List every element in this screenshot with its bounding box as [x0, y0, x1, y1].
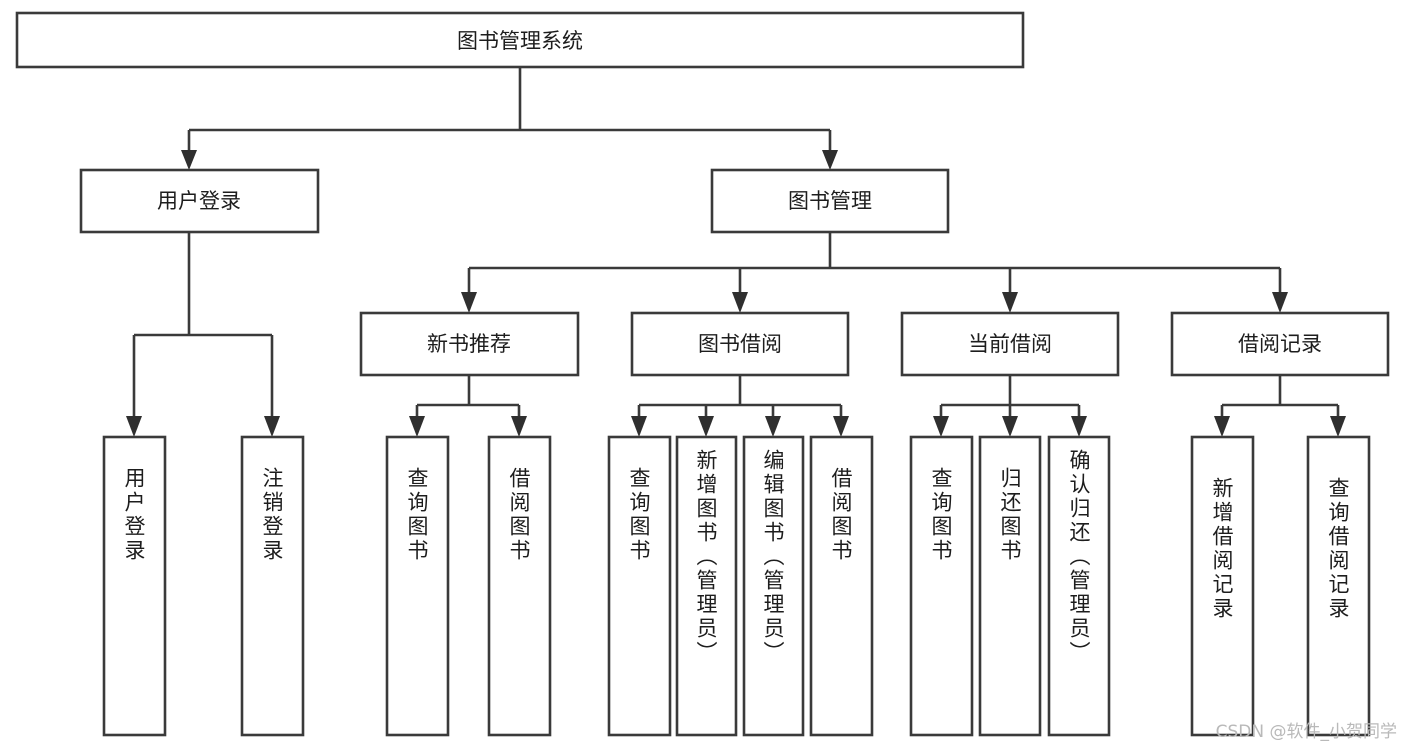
node-leaf-logout-login-box[interactable] [240, 435, 305, 737]
node-leaf-query-book-1[interactable]: 查询图书 [385, 435, 450, 737]
node-leaf-user-login-label: 用户登录 [122, 467, 146, 563]
node-leaf-borrow-book-1-label: 借阅图书 [507, 467, 531, 563]
node-leaf-borrow-book-2-box[interactable] [809, 435, 874, 737]
node-leaf-logout-login[interactable]: 注销登录 [240, 435, 305, 737]
node-current-borrow-box[interactable] [900, 311, 1120, 377]
node-leaf-edit-book-box[interactable] [742, 435, 805, 737]
arrow-head-leaf-return-book [1002, 416, 1018, 437]
connector-group-new-book-recommend [409, 375, 527, 437]
node-current-borrow[interactable]: 当前借阅 [900, 311, 1120, 377]
node-leaf-query-book-3[interactable]: 查询图书 [909, 435, 974, 737]
node-leaf-user-login[interactable]: 用户登录 [102, 435, 167, 737]
node-leaf-return-book-label: 归还图书 [998, 467, 1022, 563]
node-borrow-record-label: 借阅记录 [1238, 332, 1322, 356]
arrow-head-leaf-query-book-3 [933, 416, 949, 437]
csdn-watermark: CSDN @软件_小贺同学 [1215, 722, 1397, 742]
node-book-borrow-label: 图书借阅 [698, 332, 782, 356]
node-leaf-add-book-box[interactable] [675, 435, 738, 737]
node-leaf-query-record-label: 查询借阅记录 [1326, 477, 1350, 621]
node-root-box[interactable] [15, 11, 1025, 69]
arrow-head-leaf-query-record [1330, 416, 1346, 437]
node-book-manage-box[interactable] [710, 168, 950, 234]
node-leaf-confirm-return-box[interactable] [1047, 435, 1111, 737]
node-leaf-borrow-book-1[interactable]: 借阅图书 [487, 435, 552, 737]
node-current-borrow-label: 当前借阅 [968, 332, 1052, 356]
node-new-book-recommend-label: 新书推荐 [427, 332, 511, 356]
node-leaf-add-book-label: 新增图书（管理员） [694, 449, 718, 665]
arrow-head-new-book-recommend [461, 292, 477, 313]
node-leaf-borrow-book-2[interactable]: 借阅图书 [809, 435, 874, 737]
node-root[interactable]: 图书管理系统 [15, 11, 1025, 69]
node-leaf-return-book-box[interactable] [978, 435, 1042, 737]
arrow-head-book-manage [822, 150, 838, 170]
node-leaf-add-record[interactable]: 新增借阅记录 [1190, 435, 1255, 737]
arrow-head-leaf-query-book-1 [409, 416, 425, 437]
node-user-login-label: 用户登录 [157, 189, 241, 213]
node-leaf-borrow-book-2-label: 借阅图书 [829, 467, 853, 563]
arrow-head-book-borrow [732, 292, 748, 313]
connector-group-book-manage [461, 232, 1288, 313]
node-leaf-query-record[interactable]: 查询借阅记录 [1306, 435, 1371, 737]
node-leaf-query-record-box[interactable] [1306, 435, 1371, 737]
node-leaf-return-book[interactable]: 归还图书 [978, 435, 1042, 737]
node-leaf-query-book-2-label: 查询图书 [627, 467, 651, 563]
arrow-head-leaf-edit-book [765, 416, 781, 437]
node-user-login[interactable]: 用户登录 [79, 168, 320, 234]
node-new-book-recommend-box[interactable] [359, 311, 580, 377]
node-leaf-query-book-1-box[interactable] [385, 435, 450, 737]
node-leaf-confirm-return[interactable]: 确认归还（管理员） [1047, 435, 1111, 737]
arrow-head-leaf-add-record [1214, 416, 1230, 437]
node-user-login-box[interactable] [79, 168, 320, 234]
arrow-head-leaf-add-book [698, 416, 714, 437]
node-book-manage[interactable]: 图书管理 [710, 168, 950, 234]
node-leaf-borrow-book-1-box[interactable] [487, 435, 552, 737]
node-leaf-edit-book-label: 编辑图书（管理员） [761, 449, 785, 665]
arrow-head-leaf-confirm-return [1071, 416, 1087, 437]
node-leaf-edit-book[interactable]: 编辑图书（管理员） [742, 435, 805, 737]
node-book-borrow[interactable]: 图书借阅 [630, 311, 850, 377]
node-borrow-record[interactable]: 借阅记录 [1170, 311, 1390, 377]
connector-group-borrow-record [1214, 375, 1346, 437]
node-leaf-logout-login-label: 注销登录 [260, 467, 284, 563]
node-leaf-query-book-2-box[interactable] [607, 435, 672, 737]
node-leaf-query-book-2[interactable]: 查询图书 [607, 435, 672, 737]
connector-group-user-login [126, 232, 280, 437]
arrow-head-leaf-borrow-book-2 [833, 416, 849, 437]
node-leaf-add-record-label: 新增借阅记录 [1210, 477, 1234, 621]
node-leaf-add-book[interactable]: 新增图书（管理员） [675, 435, 738, 737]
node-leaf-add-record-box[interactable] [1190, 435, 1255, 737]
node-leaf-user-login-box[interactable] [102, 435, 167, 737]
arrow-head-leaf-query-book-2 [631, 416, 647, 437]
node-book-borrow-box[interactable] [630, 311, 850, 377]
node-leaf-query-book-3-box[interactable] [909, 435, 974, 737]
connector-group-current-borrow [933, 375, 1087, 437]
arrow-head-borrow-record [1272, 292, 1288, 313]
node-new-book-recommend[interactable]: 新书推荐 [359, 311, 580, 377]
arrow-head-leaf-logout-login [264, 416, 280, 437]
arrow-head-user-login [181, 150, 197, 170]
node-leaf-confirm-return-label: 确认归还（管理员） [1067, 449, 1091, 665]
arrow-head-leaf-borrow-book-1 [511, 416, 527, 437]
node-borrow-record-box[interactable] [1170, 311, 1390, 377]
arrow-head-leaf-user-login [126, 416, 142, 437]
arrow-head-current-borrow [1002, 292, 1018, 313]
node-leaf-query-book-1-label: 查询图书 [405, 467, 429, 563]
connector-group-book-borrow [631, 375, 849, 437]
connector-group-root [181, 67, 838, 170]
node-root-label: 图书管理系统 [457, 29, 583, 53]
node-leaf-query-book-3-label: 查询图书 [929, 467, 953, 563]
node-book-manage-label: 图书管理 [788, 189, 872, 213]
